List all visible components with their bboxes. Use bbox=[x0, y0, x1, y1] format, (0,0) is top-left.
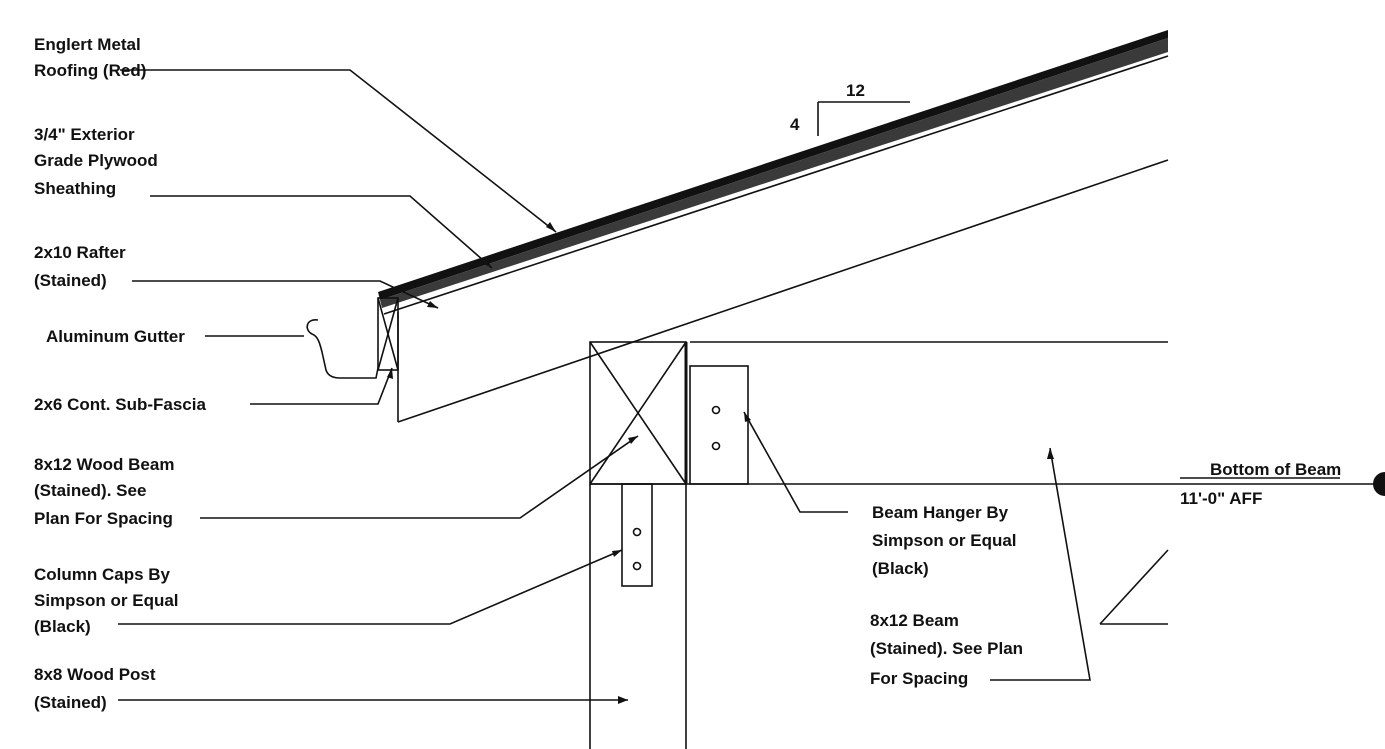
svg-text:2x10 Rafter: 2x10 Rafter bbox=[34, 243, 126, 262]
svg-text:(Black): (Black) bbox=[872, 559, 929, 578]
brace-fragment bbox=[1099, 549, 1169, 625]
leader-lines bbox=[118, 69, 1091, 704]
column-cap bbox=[621, 483, 653, 587]
label-beam-8x12: 8x12 Beam (Stained). See Plan For Spacin… bbox=[870, 611, 1023, 688]
slope-run: 12 bbox=[846, 81, 865, 100]
svg-text:Englert Metal: Englert Metal bbox=[34, 35, 141, 54]
svg-text:Grade Plywood: Grade Plywood bbox=[34, 151, 158, 170]
label-metal-roofing: Englert Metal Roofing (Red) bbox=[34, 35, 146, 80]
sub-fascia bbox=[377, 297, 399, 371]
svg-text:8x12 Beam: 8x12 Beam bbox=[870, 611, 959, 630]
roof-assembly bbox=[378, 30, 1169, 423]
svg-text:Plan For Spacing: Plan For Spacing bbox=[34, 509, 173, 528]
label-beam-hanger: Beam Hanger By Simpson or Equal (Black) bbox=[872, 503, 1017, 578]
svg-text:2x6 Cont. Sub-Fascia: 2x6 Cont. Sub-Fascia bbox=[34, 395, 206, 414]
aluminum-gutter bbox=[306, 319, 379, 379]
svg-text:3/4" Exterior: 3/4" Exterior bbox=[34, 125, 135, 144]
svg-text:Aluminum Gutter: Aluminum Gutter bbox=[46, 327, 185, 346]
svg-text:(Stained). See: (Stained). See bbox=[34, 481, 146, 500]
label-rafter: 2x10 Rafter (Stained) bbox=[34, 243, 126, 290]
svg-text:Sheathing: Sheathing bbox=[34, 179, 116, 198]
slope-rise: 4 bbox=[790, 115, 800, 134]
beam-hanger bbox=[689, 365, 749, 485]
svg-text:(Stained). See Plan: (Stained). See Plan bbox=[870, 639, 1023, 658]
svg-text:(Stained): (Stained) bbox=[34, 693, 107, 712]
svg-text:8x8 Wood Post: 8x8 Wood Post bbox=[34, 665, 156, 684]
wood-post bbox=[589, 484, 687, 749]
label-gutter: Aluminum Gutter bbox=[46, 327, 185, 346]
label-plywood-sheathing: 3/4" Exterior Grade Plywood Sheathing bbox=[34, 125, 158, 198]
svg-text:For Spacing: For Spacing bbox=[870, 669, 968, 688]
svg-text:8x12 Wood Beam: 8x12 Wood Beam bbox=[34, 455, 174, 474]
wood-beam-end bbox=[589, 341, 688, 485]
label-wood-beam: 8x12 Wood Beam (Stained). See Plan For S… bbox=[34, 455, 174, 528]
svg-text:Column Caps By: Column Caps By bbox=[34, 565, 171, 584]
slope-indicator: 12 4 bbox=[790, 81, 910, 136]
elevation-value: 11'-0" AFF bbox=[1180, 489, 1262, 508]
sheathing-underside-line bbox=[383, 55, 1169, 315]
svg-text:Beam Hanger By: Beam Hanger By bbox=[872, 503, 1009, 522]
svg-text:Simpson or Equal: Simpson or Equal bbox=[872, 531, 1017, 550]
svg-text:(Stained): (Stained) bbox=[34, 271, 107, 290]
rafter-bottom-line bbox=[397, 159, 1169, 423]
svg-text:Simpson or Equal: Simpson or Equal bbox=[34, 591, 179, 610]
label-column-caps: Column Caps By Simpson or Equal (Black) bbox=[34, 565, 179, 636]
svg-text:Roofing (Red): Roofing (Red) bbox=[34, 61, 146, 80]
label-wood-post: 8x8 Wood Post (Stained) bbox=[34, 665, 156, 712]
metal-roofing bbox=[378, 30, 1168, 300]
elevation-marker bbox=[1373, 472, 1385, 496]
label-sub-fascia: 2x6 Cont. Sub-Fascia bbox=[34, 395, 206, 414]
svg-text:(Black): (Black) bbox=[34, 617, 91, 636]
elevation-title: Bottom of Beam bbox=[1210, 460, 1341, 479]
plywood-sheathing bbox=[380, 38, 1168, 308]
